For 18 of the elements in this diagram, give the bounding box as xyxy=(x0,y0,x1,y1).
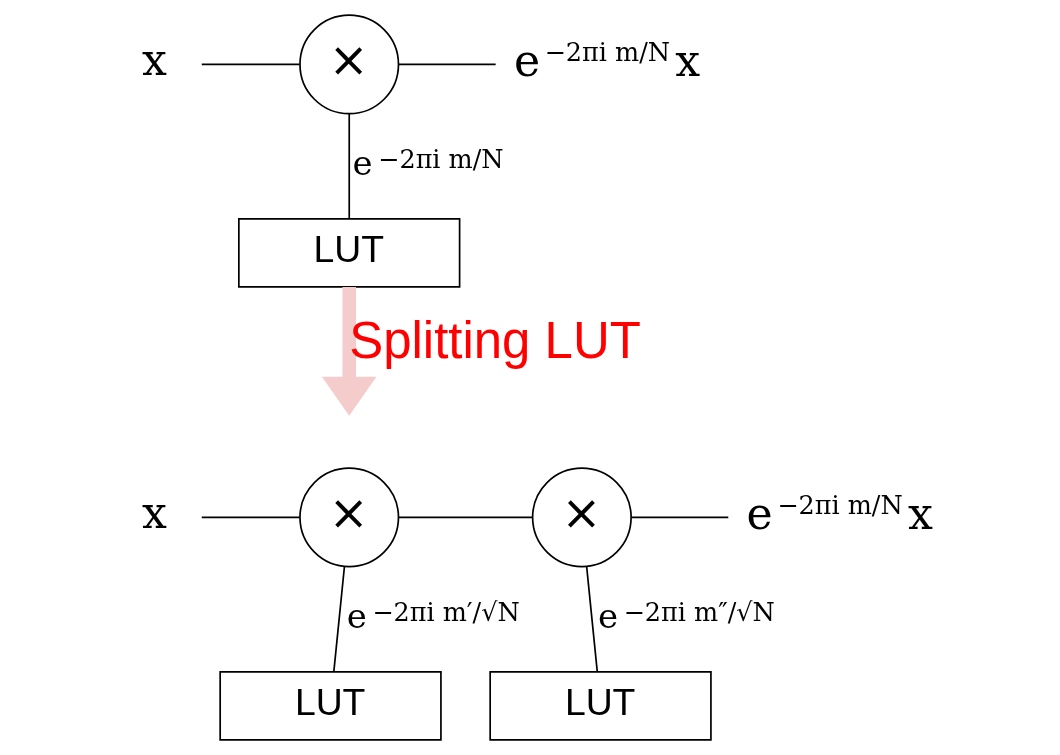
node-circle: × xyxy=(298,14,399,115)
edge-label: Splitting LUT xyxy=(348,312,641,370)
connector xyxy=(629,516,729,519)
node-text: x xyxy=(141,487,167,539)
connector xyxy=(332,565,345,673)
node-text: x xyxy=(141,34,167,86)
connector xyxy=(200,516,301,519)
connector xyxy=(347,112,350,220)
node-circle: × xyxy=(298,467,399,568)
node-box: LUT xyxy=(237,218,460,288)
connector xyxy=(585,565,598,673)
arrow xyxy=(321,287,377,416)
node-box: LUT xyxy=(488,671,712,741)
connector xyxy=(397,516,533,519)
node-box: LUT xyxy=(218,671,442,741)
node-circle: × xyxy=(531,467,632,568)
connector xyxy=(200,63,301,66)
connector xyxy=(397,63,496,66)
